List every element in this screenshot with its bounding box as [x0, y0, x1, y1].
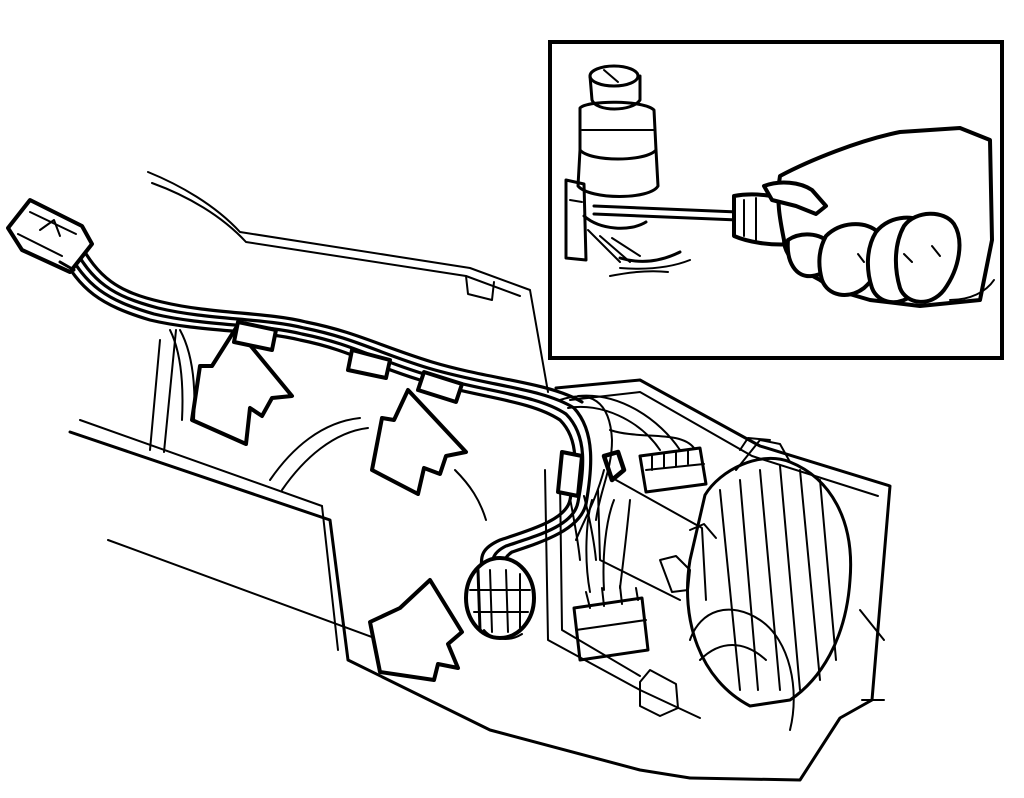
plug-connector: [6, 198, 94, 274]
arrow-tag-left: [190, 326, 294, 446]
hand: [762, 126, 995, 308]
round-connector: [464, 556, 536, 640]
motor-cylinder: [686, 437, 853, 731]
wiring-harness: [58, 238, 597, 580]
loose-wires: [559, 394, 695, 541]
switch-component: [564, 64, 691, 277]
housing-connectors: [572, 446, 708, 662]
inset-panel: [548, 40, 1004, 360]
arrow-tag-middle: [370, 388, 468, 496]
arrow-tag-bottom: [368, 578, 464, 682]
console-housing: [68, 171, 892, 782]
